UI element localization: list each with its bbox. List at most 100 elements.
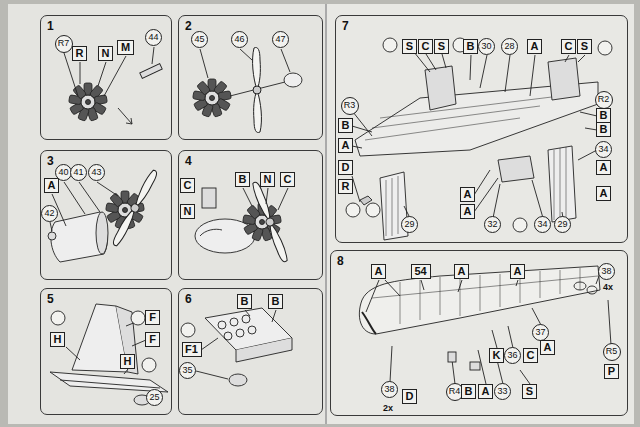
part-number: 34 [537,220,547,229]
step-number: 8 [337,254,344,268]
part-letter-box: S [522,384,537,399]
quantity-note: 4x [603,282,613,292]
part-letter-box: N [180,204,195,219]
part-letter-box: A [478,384,493,399]
part-letter-box: A [596,186,611,201]
part-letter-box: B [237,294,252,309]
part-number: 34 [598,145,608,154]
part-number: 30 [481,42,491,51]
step-number: 7 [342,19,349,33]
part-letter: A [48,180,56,191]
step-panel: 7SCSB3028ACSR3BAR2BBDRAA2932342934AA [335,15,628,243]
part-letter-box: F1 [182,342,202,357]
part-number: R4 [449,387,461,396]
part-letter: A [464,206,472,217]
part-letter-box: B [235,172,250,187]
part-letter: N [102,48,110,59]
part-letter-box: F [145,310,160,325]
part-letter-box: A [454,264,469,279]
part-letter: D [342,162,350,173]
callout-number: 47 [272,31,289,48]
callout-number: 35 [179,362,196,379]
callout-number: R3 [341,97,359,115]
part-number: 43 [91,168,101,177]
part-letter-box: K [489,348,504,363]
part-letter-box: B [338,118,353,133]
part-letter: S [526,386,533,397]
quantity-note: 2x [383,403,393,413]
part-number: 35 [182,366,192,375]
part-number: 25 [149,393,159,402]
part-letter-box: A [540,340,555,355]
part-letter: A [531,41,539,52]
callout-number: 29 [554,216,571,233]
callout-number: 32 [484,216,501,233]
step-panel: 5HFFH25 [40,288,172,415]
part-letter: A [514,266,522,277]
part-letter: A [600,188,608,199]
part-letter: D [406,391,414,402]
part-letter: F [149,334,156,345]
step-number: 4 [185,154,192,168]
part-letter-box: A [460,187,475,202]
part-letter: B [600,124,608,135]
part-letter: A [482,386,490,397]
callout-number: 41 [70,164,87,181]
part-letter-box: H [120,354,135,369]
part-letter: 54 [414,266,426,277]
part-number: 29 [557,220,567,229]
part-letter: B [241,296,249,307]
part-letter-box: A [338,138,353,153]
part-letter-box: 54 [411,264,431,279]
part-letter-box: A [460,204,475,219]
part-letter: B [342,120,350,131]
step-number: 3 [47,154,54,168]
part-number: 42 [44,209,54,218]
part-number: 37 [535,328,545,337]
callout-number: 45 [191,31,208,48]
callout-number: 38 [381,381,398,398]
step-panel: 6BBF135 [178,288,323,415]
part-letter-box: B [268,294,283,309]
part-letter: K [493,350,501,361]
part-number: R7 [58,39,70,48]
part-letter: A [464,189,472,200]
part-letter-box: B [596,108,611,123]
part-letter: F1 [185,344,198,355]
part-letter-box: S [434,39,449,54]
part-letter-box: R [338,179,353,194]
callout-number: 34 [595,141,612,158]
part-letter: M [121,42,130,53]
part-letter: P [608,366,615,377]
part-number: 46 [234,35,244,44]
part-letter: R [76,48,84,59]
step-panel: 3A40 41 43 42 [40,150,172,280]
part-number: 44 [148,33,158,42]
part-number: R3 [344,101,356,110]
step-number: 2 [185,19,192,33]
part-number: 41 [73,168,83,177]
part-letter: B [467,41,475,52]
part-letter-box: C [280,172,295,187]
part-letter: A [342,140,350,151]
callout-number: 25 [146,389,163,406]
callout-number: 29 [401,216,418,233]
part-letter: S [581,41,588,52]
part-letter: F [149,312,156,323]
part-letter-box: A [527,39,542,54]
callout-number: R7 [55,35,73,53]
step-panel: 245 46 47 [178,15,323,140]
part-letter: R [342,181,350,192]
part-number: R2 [598,95,610,104]
part-number: 38 [384,385,394,394]
part-letter-box: A [596,160,611,175]
part-number: 47 [275,35,285,44]
part-letter: A [458,266,466,277]
part-letter: B [600,110,608,121]
part-letter-box: C [523,348,538,363]
part-letter-box: N [98,46,113,61]
part-number: 40 [58,168,68,177]
callout-number: R2 [595,91,613,109]
